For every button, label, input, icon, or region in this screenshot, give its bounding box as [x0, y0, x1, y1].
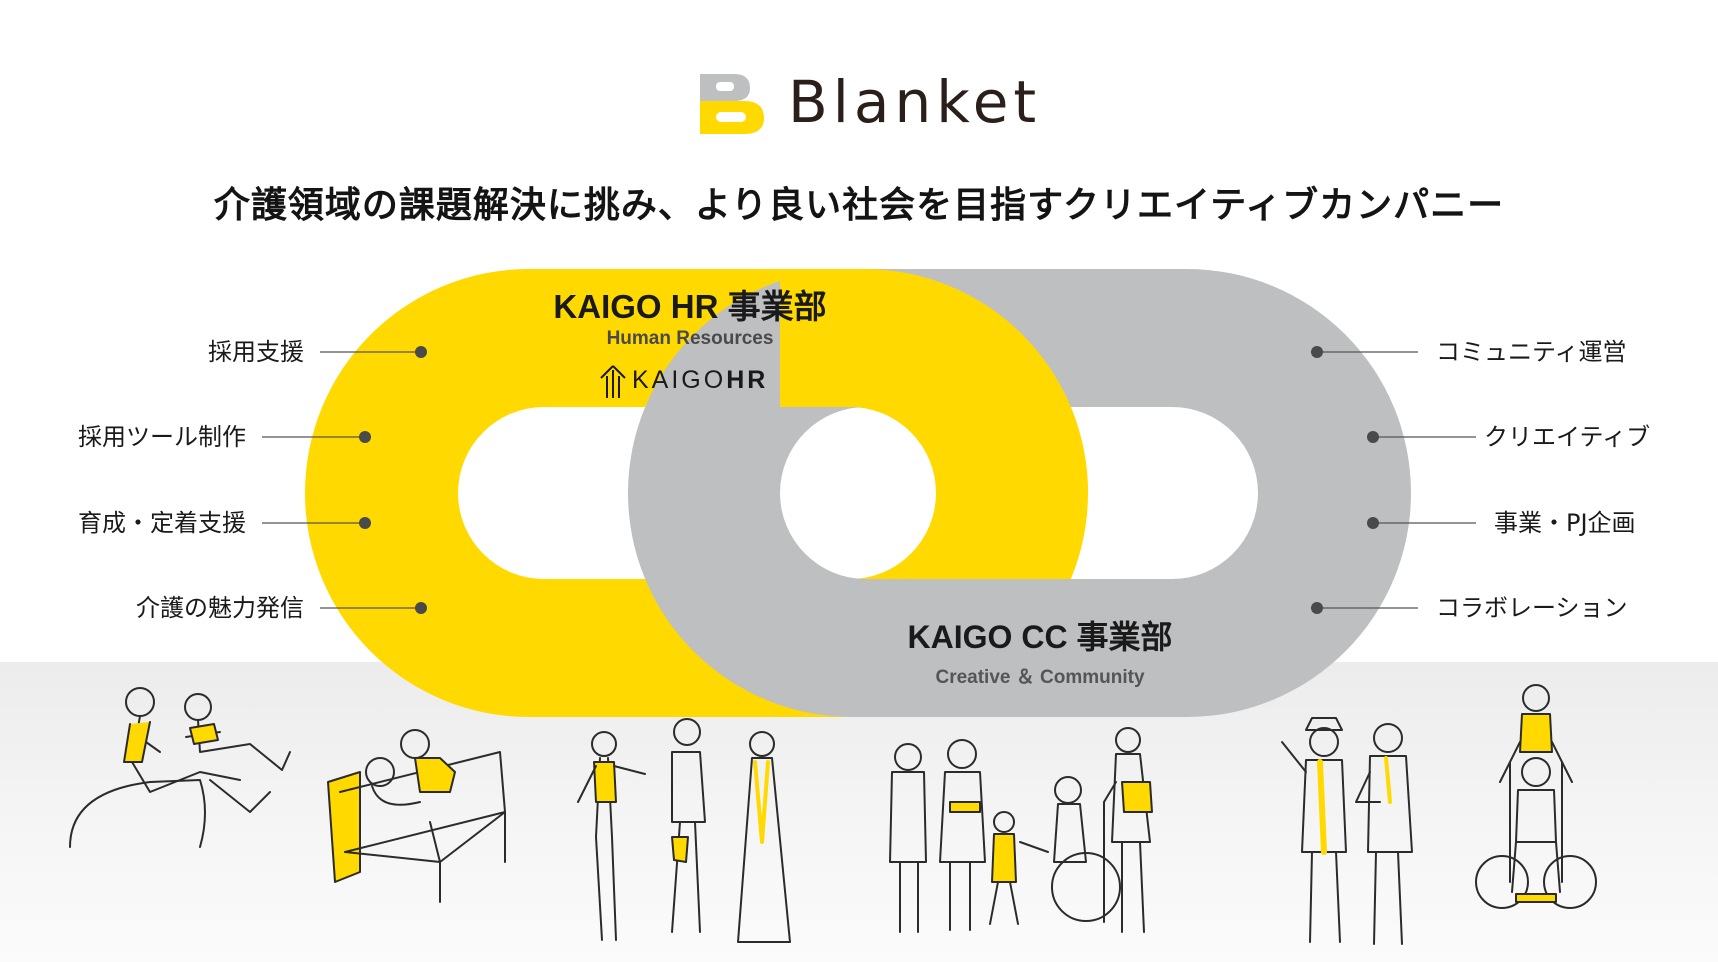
community-gathering-illustration — [890, 728, 1152, 932]
cc-division-title: KAIGO CC 事業部 — [860, 612, 1220, 658]
cc-service-community: コミュニティ運営 — [1436, 337, 1627, 367]
cc-service-planning: 事業・PJ企画 — [1494, 508, 1636, 538]
caregivers-relaxing-illustration — [70, 688, 290, 847]
cc-service-collaboration: コラボレーション — [1436, 593, 1628, 623]
kaigo-hr-mark-icon — [598, 364, 628, 400]
bedside-care-illustration — [328, 730, 505, 902]
people-illustrations — [0, 662, 1718, 962]
kaigo-hr-logo-light: KAIGO — [632, 366, 726, 394]
wheelchair-support-illustration — [1476, 685, 1596, 908]
hr-service-tools: 採用ツール制作 — [30, 422, 246, 452]
staff-conversation-illustration — [578, 719, 790, 942]
hr-service-promotion: 介護の魅力発信 — [84, 593, 304, 623]
kaigo-hr-logo: KAIGOHR — [598, 364, 798, 400]
creative-team-illustration — [1282, 718, 1412, 944]
hr-division-subtitle: Human Resources — [520, 328, 860, 350]
hr-service-training: 育成・定着支援 — [30, 508, 246, 538]
kaigo-hr-logo-bold: HR — [726, 366, 768, 394]
hr-service-recruiting: 採用支援 — [180, 337, 304, 367]
cc-service-creative: クリエイティブ — [1484, 422, 1650, 452]
hr-division-title: KAIGO HR 事業部 — [520, 280, 860, 328]
